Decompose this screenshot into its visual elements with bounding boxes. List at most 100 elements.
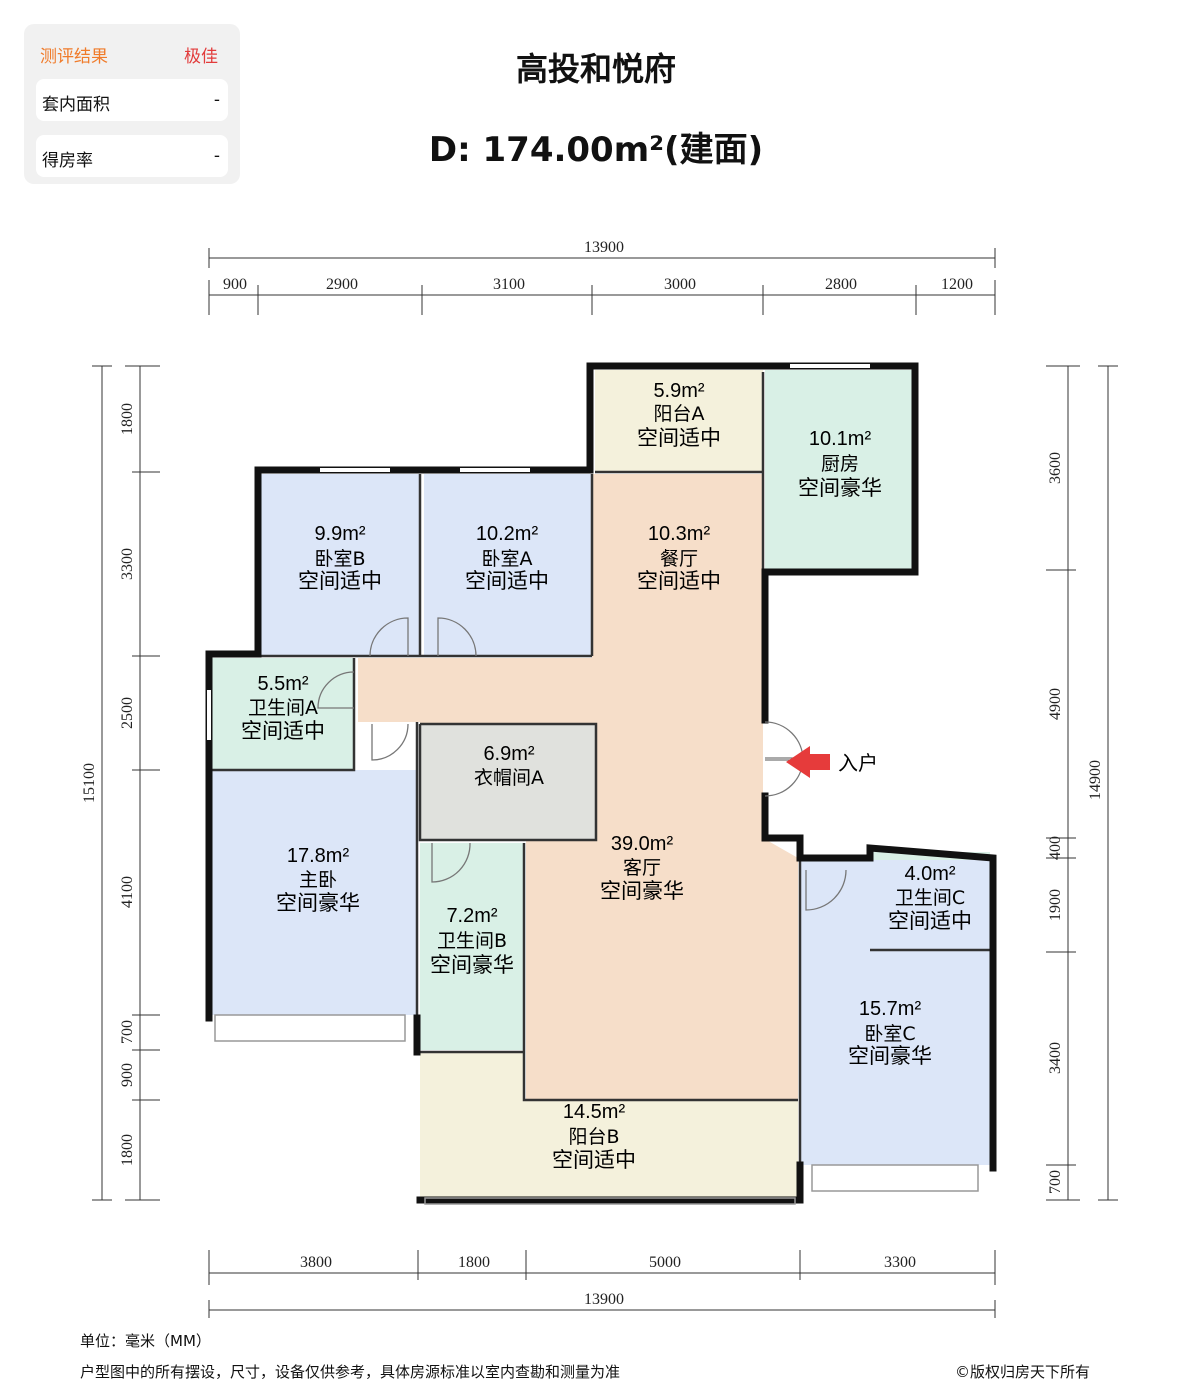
dim-top: 3000 [664, 276, 696, 293]
dim-left: 1800 [119, 403, 136, 435]
room-name: 客厅 [623, 857, 661, 879]
dim-bottom: 3300 [884, 1254, 916, 1271]
room-eval: 空间豪华 [600, 879, 684, 903]
dimension-lines [92, 248, 1118, 1318]
dim-left-total: 15100 [81, 763, 98, 803]
wall-line [522, 843, 798, 1102]
dim-right: 400 [1047, 836, 1064, 860]
room-area: 17.8m² [287, 845, 350, 867]
room-area: 39.0m² [611, 833, 674, 855]
exterior-walls [205, 362, 997, 1204]
evaluation-row-ratio: 得房率 - [36, 135, 228, 177]
room-area: 4.0m² [904, 863, 955, 885]
dim-top: 2900 [326, 276, 358, 293]
entrance-marker: 入户 [786, 746, 878, 778]
room-name: 主卧 [299, 869, 337, 891]
dim-right: 700 [1047, 1170, 1064, 1194]
room-dining: 10.3m² 餐厅 空间适中 [637, 523, 721, 593]
dim-bottom: 5000 [649, 1254, 681, 1271]
room-eval: 空间适中 [241, 719, 325, 743]
room-name: 衣帽间A [474, 767, 544, 789]
dim-top: 1200 [941, 276, 973, 293]
fill-balcony-b [420, 1052, 798, 1198]
room-area: 15.7m² [859, 998, 922, 1020]
dim-left: 1800 [119, 1134, 136, 1166]
dim-bottom-total: 13900 [584, 1291, 624, 1308]
door-swing [437, 617, 477, 657]
door-swing [805, 869, 847, 911]
dim-bottom: 3800 [300, 1254, 332, 1271]
evaluation-row-value: - [213, 90, 220, 110]
dim-bottom: 1800 [458, 1254, 490, 1271]
room-bedroom-b: 9.9m² 卧室B 空间适中 [298, 523, 382, 593]
room-eval: 空间适中 [888, 909, 972, 933]
room-area: 14.5m² [563, 1101, 626, 1123]
room-eval: 空间豪华 [798, 476, 882, 500]
room-master-bedroom: 17.8m² 主卧 空间豪华 [276, 845, 360, 915]
windows [207, 364, 979, 1205]
window [214, 1014, 406, 1042]
door-swing [317, 671, 355, 709]
room-area: 10.3m² [648, 523, 711, 545]
dimension-labels: 13900 900 2900 3100 3000 2800 1200 3800 … [81, 239, 1104, 1308]
room-balcony-b: 14.5m² 阳台B 空间适中 [552, 1101, 636, 1172]
room-area: 5.9m² [653, 380, 704, 402]
room-eval: 空间豪华 [276, 891, 360, 915]
window [424, 1197, 796, 1205]
fill-bedroom-a [424, 474, 592, 656]
project-name: 高投和悦府 [515, 50, 676, 88]
room-eval: 空间豪华 [848, 1044, 932, 1068]
door-swing [431, 842, 471, 883]
door-swing [764, 721, 804, 761]
room-eval: 空间豪华 [430, 953, 514, 977]
evaluation-grade: 极佳 [184, 47, 218, 67]
dim-left: 2500 [119, 697, 136, 729]
wall-line [212, 658, 356, 772]
wall-line [418, 722, 598, 842]
fill-cloakroom-a [420, 724, 596, 840]
room-name: 卫生间B [437, 930, 507, 952]
evaluation-row-key: 得房率 [42, 151, 93, 171]
dim-left: 700 [119, 1020, 136, 1044]
room-name: 卫生间A [248, 697, 318, 719]
room-eval: 空间适中 [637, 569, 721, 593]
window [811, 1164, 979, 1192]
room-area: 7.2m² [446, 905, 497, 927]
room-labels: 5.9m² 阳台A 空间适中 10.1m² 厨房 空间豪华 9.9m² 卧室B … [241, 380, 972, 1172]
room-area: 6.9m² [483, 743, 534, 765]
dim-right-total: 14900 [1087, 760, 1104, 800]
room-name: 厨房 [821, 453, 859, 475]
evaluation-row-key: 套内面积 [42, 95, 110, 115]
room-name: 卧室B [314, 548, 365, 570]
fill-bathroom-a [212, 658, 354, 770]
evaluation-header: 测评结果 极佳 [40, 42, 224, 67]
room-balcony-a: 5.9m² 阳台A 空间适中 [637, 380, 721, 450]
dim-right: 3400 [1047, 1042, 1064, 1074]
room-living: 39.0m² 客厅 空间豪华 [600, 833, 684, 903]
dim-right: 3600 [1047, 452, 1064, 484]
fill-bathroom-b [420, 843, 524, 1050]
room-bathroom-c: 4.0m² 卫生间C 空间适中 [888, 863, 972, 933]
unit-title: D: 174.00m²(建面) [428, 130, 764, 170]
door-swing [369, 617, 409, 657]
room-eval: 空间适中 [298, 569, 382, 593]
dim-top-total: 13900 [584, 239, 624, 256]
fill-bedroom-b [258, 474, 420, 656]
room-area: 9.9m² [314, 523, 365, 545]
wall-line [416, 1161, 804, 1204]
dim-left: 900 [119, 1063, 136, 1087]
room-name: 卧室A [482, 548, 533, 570]
copyright: ©版权归房天下所有 [955, 1363, 1091, 1381]
dim-left: 4100 [119, 876, 136, 908]
wall-line [761, 792, 997, 1172]
room-cloakroom-a: 6.9m² 衣帽间A [474, 743, 544, 789]
room-eval: 空间适中 [637, 426, 721, 450]
dim-right: 1900 [1047, 889, 1064, 921]
room-area: 5.5m² [257, 673, 308, 695]
room-area: 10.1m² [809, 428, 872, 450]
evaluation-row-value: - [213, 146, 220, 166]
room-bedroom-a: 10.2m² 卧室A 空间适中 [465, 523, 549, 593]
room-kitchen: 10.1m² 厨房 空间豪华 [798, 428, 882, 500]
room-fills [212, 370, 992, 1198]
room-area: 10.2m² [476, 523, 539, 545]
